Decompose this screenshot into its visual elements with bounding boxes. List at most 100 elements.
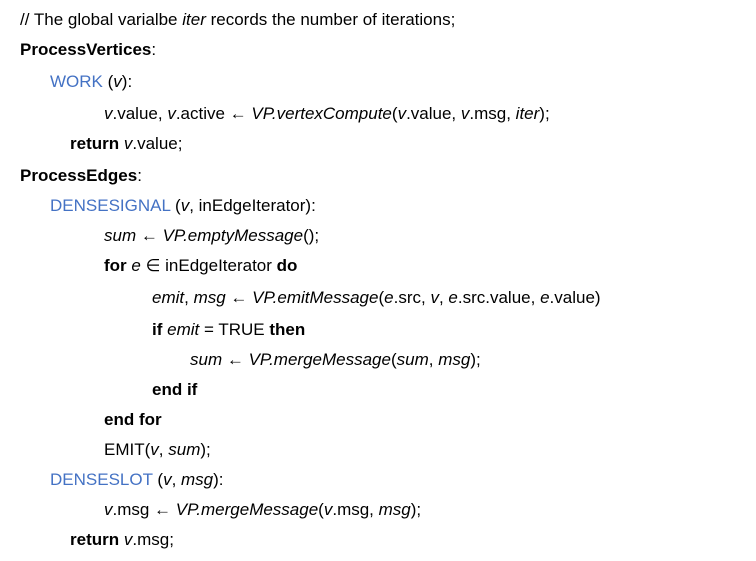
code-token: end if (152, 380, 198, 399)
code-token: , (171, 470, 182, 489)
code-token: e (131, 256, 141, 275)
code-token: .value, (406, 104, 461, 123)
code-token: .value) (549, 288, 601, 307)
code-line: for e ∈ inEdgeIterator do (104, 254, 297, 278)
code-token: msg (378, 500, 411, 519)
code-token: .src, (393, 288, 431, 307)
code-token: ProcessEdges (20, 166, 138, 185)
code-token: : (137, 166, 142, 185)
code-line: EMIT(v, sum); (104, 438, 211, 462)
code-line: return v.value; (70, 132, 182, 156)
code-token: VP.vertexCompute (251, 104, 392, 123)
code-token: ); (410, 500, 422, 519)
code-token: ( (378, 288, 385, 307)
code-token: sum (168, 440, 201, 459)
code-token: EMIT( (104, 440, 151, 459)
code-token: ( (170, 196, 181, 215)
code-token: .value, (112, 104, 168, 123)
code-token: records the number of iterations; (205, 10, 456, 29)
code-token: v (163, 470, 172, 489)
code-token: ); (470, 350, 481, 369)
code-token: ( (391, 104, 398, 123)
code-line: DENSESIGNAL (v, inEdgeIterator): (50, 194, 316, 218)
code-token: v (323, 500, 333, 519)
code-token: ): (213, 470, 224, 489)
code-token: .msg; (132, 530, 174, 549)
code-token: end for (104, 410, 162, 429)
code-token: ); (200, 440, 211, 459)
code-line: v.msg ← VP.mergeMessage(v.msg, msg); (104, 498, 421, 522)
code-token: iter (515, 104, 540, 123)
code-token: e (448, 288, 458, 307)
code-token: // The global varialbe (20, 10, 183, 29)
code-token: do (276, 256, 298, 275)
code-token: DENSESIGNAL (50, 196, 171, 215)
code-token: ← (222, 350, 249, 369)
code-token: for (104, 256, 127, 275)
code-token: v (430, 288, 439, 307)
code-token: ProcessVertices (20, 40, 152, 59)
code-token: v (104, 104, 113, 123)
code-token: then (269, 320, 306, 339)
code-token: ( (390, 350, 397, 369)
code-token: return (70, 530, 120, 549)
code-token: if (152, 320, 163, 339)
code-token: return (70, 134, 120, 153)
code-line: ProcessEdges: (20, 164, 142, 188)
code-token: , (428, 350, 439, 369)
code-token: v (397, 104, 407, 123)
code-token: DENSESLOT (50, 470, 153, 489)
code-line: return v.msg; (70, 528, 174, 552)
code-token: (); (303, 226, 320, 245)
code-line: end for (104, 408, 162, 432)
code-token: , inEdgeIterator): (189, 196, 316, 215)
code-token: ← (136, 226, 163, 245)
code-token: v (104, 500, 113, 519)
code-line: // The global varialbe iter records the … (20, 8, 455, 32)
code-token: WORK (50, 72, 103, 91)
code-token: msg (181, 470, 214, 489)
code-token: emit (167, 320, 200, 339)
code-line: if emit = TRUE then (152, 318, 305, 342)
code-token: , (438, 288, 449, 307)
code-token: e (540, 288, 550, 307)
code-token: v (167, 104, 176, 123)
code-line: DENSESLOT (v, msg): (50, 468, 224, 492)
code-token: emit (152, 288, 185, 307)
code-line: v.value, v.active ← VP.vertexCompute(v.v… (104, 102, 550, 126)
code-token: .src.value, (457, 288, 541, 307)
code-token: VP.emptyMessage (162, 226, 304, 245)
code-token: v (180, 196, 190, 215)
code-token: ): (121, 72, 133, 91)
code-line: WORK (v): (50, 70, 132, 94)
code-token: v (113, 72, 122, 91)
code-token: v (123, 530, 133, 549)
code-token: msg (193, 288, 226, 307)
code-token: = TRUE (199, 320, 270, 339)
code-token: .msg, (332, 500, 379, 519)
code-token: .msg, (469, 104, 516, 123)
code-token: .value; (132, 134, 183, 153)
code-token: : (151, 40, 157, 59)
code-token: .msg ← (112, 500, 176, 519)
code-token: ∈ inEdgeIterator (140, 256, 277, 275)
code-token: .active ← (175, 104, 252, 123)
code-line: end if (152, 378, 197, 402)
code-token: , (158, 440, 169, 459)
code-token: ( (318, 500, 324, 519)
code-token: v (123, 134, 133, 153)
code-token: e (384, 288, 394, 307)
code-token: msg (438, 350, 471, 369)
code-token: sum (104, 226, 137, 245)
code-token: sum (190, 350, 223, 369)
code-token: ); (539, 104, 550, 123)
code-token: ( (152, 470, 164, 489)
code-token: sum (396, 350, 429, 369)
code-line: ProcessVertices: (20, 38, 156, 62)
code-token: v (150, 440, 159, 459)
code-line: sum ← VP.emptyMessage(); (104, 224, 319, 248)
code-token: , (184, 288, 194, 307)
code-token: ( (102, 72, 114, 91)
code-token: VP.emitMessage (252, 288, 379, 307)
